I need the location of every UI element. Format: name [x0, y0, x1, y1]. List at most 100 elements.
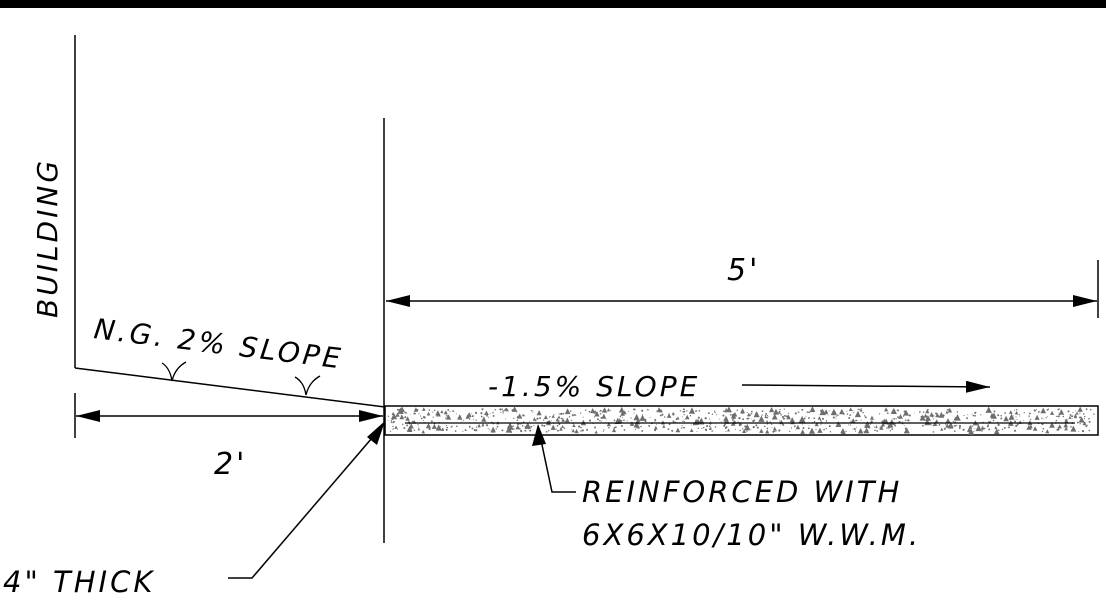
stipple-dot	[795, 424, 801, 430]
stipple-dot	[500, 411, 502, 413]
stipple-dot	[1071, 418, 1073, 420]
stipple-dot	[613, 419, 616, 422]
stipple-dot	[690, 424, 692, 426]
stipple-dot	[600, 420, 602, 422]
stipple-dot	[421, 429, 426, 434]
stipple-dot	[481, 408, 484, 411]
stipple-dot	[672, 420, 675, 423]
stipple-dot	[825, 427, 827, 430]
stipple-dot	[461, 420, 463, 422]
stipple-dot	[654, 429, 657, 432]
stipple-dot	[829, 431, 832, 433]
stipple-dot	[806, 411, 809, 413]
stipple-dot	[954, 414, 961, 421]
stipple-dot	[897, 416, 899, 418]
stipple-dot	[445, 414, 452, 420]
stipple-dot	[1077, 406, 1083, 412]
stipple-dot	[536, 409, 542, 416]
stipple-dot	[390, 413, 398, 420]
stipple-dot	[1058, 408, 1061, 410]
stipple-dot	[782, 417, 785, 420]
stipple-dot	[735, 428, 737, 430]
stipple-dot	[954, 430, 956, 432]
stipple-dot	[603, 429, 605, 431]
stipple-dot	[668, 423, 671, 426]
stipple-dot	[623, 419, 625, 421]
stipple-dot	[1028, 412, 1031, 415]
stipple-dot	[929, 412, 934, 417]
stipple-dot	[550, 424, 556, 430]
stipple-dot	[864, 416, 867, 419]
stipple-dot	[648, 424, 651, 427]
stipple-dot	[489, 429, 491, 431]
dimension-label-2ft: 2'	[214, 447, 247, 482]
stipple-dot	[599, 413, 602, 415]
stipple-dot	[432, 416, 434, 418]
stipple-dot	[750, 412, 753, 415]
stipple-dot	[430, 420, 433, 423]
stipple-dot	[1045, 429, 1050, 434]
stipple-dot	[892, 409, 895, 412]
stipple-dot	[848, 424, 850, 426]
stipple-dot	[414, 409, 417, 412]
stipple-dot	[1008, 423, 1011, 425]
stipple-dot	[704, 428, 708, 431]
stipple-dot	[1003, 415, 1009, 422]
stipple-dot	[772, 426, 777, 431]
stipple-dot	[473, 429, 476, 431]
stipple-dot	[1070, 425, 1072, 428]
stipple-dot	[938, 411, 945, 418]
stipple-dot	[590, 408, 596, 414]
stipple-dot	[980, 425, 985, 430]
stipple-dot	[808, 417, 810, 419]
stipple-dot	[697, 427, 700, 430]
stipple-dot	[956, 411, 959, 413]
stipple-dot	[828, 410, 830, 412]
stipple-dot	[753, 419, 756, 422]
stipple-dot	[764, 414, 767, 417]
stipple-dot	[644, 418, 647, 421]
stipple-dot	[654, 418, 657, 421]
stipple-dot	[846, 410, 848, 412]
stipple-dot	[418, 413, 420, 415]
stipple-dot	[745, 425, 747, 428]
stipple-dot	[1028, 415, 1030, 417]
stipple-dot	[594, 426, 597, 429]
stipple-dot	[852, 410, 854, 412]
stipple-dot	[630, 417, 632, 419]
stipple-dot	[934, 419, 939, 424]
stipple-dot	[671, 429, 674, 432]
stipple-dot	[1088, 417, 1090, 420]
stipple-dot	[511, 406, 518, 412]
stipple-dot	[1088, 429, 1091, 432]
stipple-dot	[435, 411, 441, 417]
stipple-dot	[640, 425, 642, 428]
stipple-dot	[545, 430, 548, 433]
stipple-dot	[1005, 419, 1007, 421]
stipple-dot	[723, 424, 725, 426]
stipple-dot	[675, 418, 678, 421]
stipple-dot	[1016, 408, 1018, 411]
stipple-dot	[469, 418, 471, 420]
stipple-dot	[1057, 415, 1060, 418]
stipple-dot	[702, 426, 705, 429]
stipple-dot	[539, 417, 542, 420]
stipple-dot	[766, 416, 768, 419]
stipple-dot	[958, 427, 961, 429]
stipple-dot	[509, 430, 513, 434]
stipple-dot	[620, 419, 623, 422]
stipple-dot	[1079, 416, 1082, 419]
stipple-dot	[621, 416, 623, 418]
stipple-dot	[765, 412, 768, 415]
stipple-dot	[546, 421, 549, 423]
stipple-dot	[593, 416, 596, 418]
stipple-dot	[532, 411, 534, 413]
stipple-dot	[683, 413, 685, 416]
stipple-dot	[613, 427, 615, 429]
stipple-dot	[827, 414, 829, 416]
stipple-dot	[769, 411, 771, 413]
stipple-dot	[1004, 412, 1006, 414]
stipple-dot	[708, 425, 711, 428]
stipple-dot	[771, 413, 778, 420]
stipple-dot	[653, 425, 658, 430]
